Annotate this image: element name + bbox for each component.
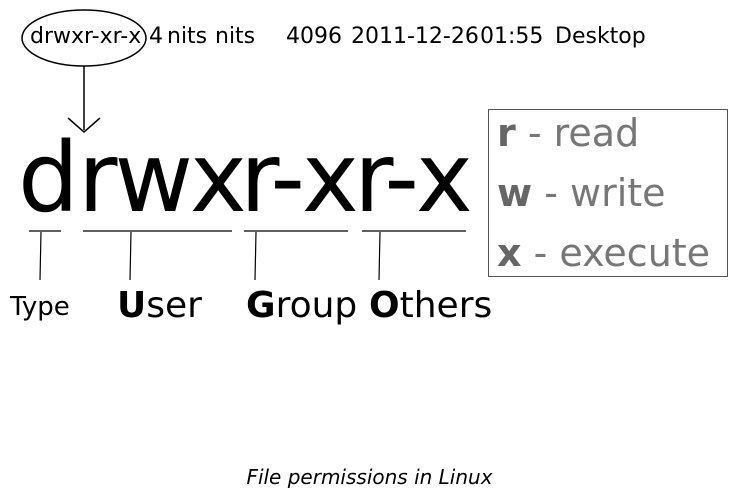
ls-permissions: drwxr-xr-x	[30, 24, 142, 49]
legend-item-write: w - write	[497, 174, 666, 212]
label-type: Type	[10, 292, 70, 322]
legend-key-write: w	[497, 171, 533, 215]
label-others-initial: O	[369, 285, 400, 326]
ls-filename: Desktop	[555, 24, 646, 49]
legend-key-read: r	[497, 111, 516, 155]
legend-key-execute: x	[497, 231, 522, 275]
label-user-initial: U	[117, 285, 147, 326]
ls-date: 2011-12-26	[351, 24, 479, 49]
ls-time: 01:55	[480, 24, 544, 49]
label-group: Group	[246, 288, 357, 324]
label-user: User	[117, 288, 202, 324]
label-group-initial: G	[246, 285, 276, 326]
legend-item-execute: x - execute	[497, 234, 710, 272]
ls-group: nits	[215, 24, 256, 49]
stem-user	[129, 231, 132, 281]
legend-label-write: - write	[544, 171, 666, 215]
figure-caption: File permissions in Linux	[246, 465, 493, 489]
legend-label-read: - read	[527, 111, 640, 155]
label-user-rest: ser	[146, 285, 202, 326]
arrow-head	[67, 117, 101, 133]
ls-owner: nits	[167, 24, 208, 49]
ls-links: 4	[149, 24, 163, 49]
big-type-char: d	[18, 122, 79, 234]
big-others-perms: r-x	[354, 122, 473, 234]
permission-legend: r - read w - write x - execute	[488, 109, 728, 277]
label-group-rest: roup	[275, 285, 358, 326]
big-group-perms: r-x	[240, 122, 359, 234]
big-user-perms: rwx	[78, 122, 247, 234]
legend-item-read: r - read	[497, 114, 639, 152]
label-others: Others	[369, 288, 492, 324]
stem-type	[39, 231, 42, 281]
label-others-rest: thers	[399, 285, 493, 326]
ls-size: 4096	[286, 24, 342, 49]
stem-group	[254, 231, 257, 281]
legend-label-execute: - execute	[533, 231, 711, 275]
stem-others	[378, 231, 381, 281]
